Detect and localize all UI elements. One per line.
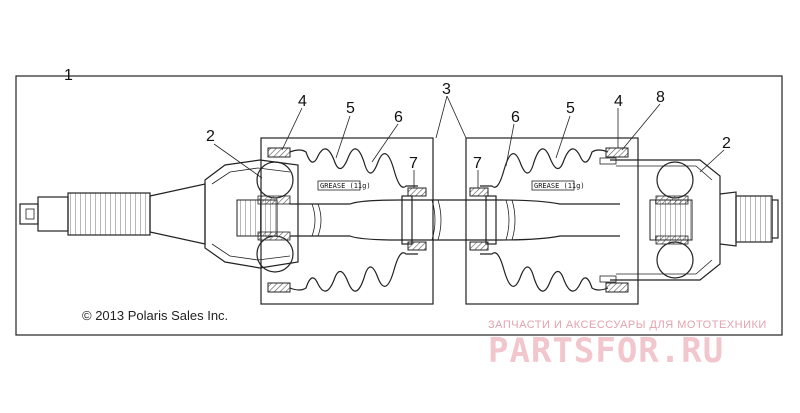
callout-4-right: 4 (614, 93, 623, 110)
left-boot-bottom (289, 252, 418, 292)
left-boot-label-box (317, 180, 361, 191)
callout-4-left: 4 (298, 93, 307, 110)
callout-6-right: 6 (511, 109, 520, 126)
callout-2-left: 2 (206, 128, 215, 145)
left-boot-top (289, 148, 418, 188)
left-boot-label: GREASE (11g) (320, 182, 371, 190)
center-shaft (290, 195, 620, 245)
left-boot-clamp-bottom (267, 282, 291, 293)
left-boot-clamp-top (267, 147, 291, 158)
callout-2-right: 2 (722, 135, 731, 152)
leader-lines (213, 95, 725, 188)
callout-3: 3 (442, 81, 451, 98)
left-cv-housing (204, 159, 299, 273)
right-boot-clamp-top (605, 147, 629, 158)
watermark-brand: PARTSFOR.RU (488, 331, 724, 371)
assembly-frame (15, 75, 783, 336)
copyright-notice: © 2013 Polaris Sales Inc. (82, 308, 228, 323)
right-small-clamp-top (469, 187, 489, 197)
right-retaining-ring-top (599, 157, 617, 165)
callout-5-right: 5 (566, 100, 575, 117)
right-boot-bottom (480, 252, 609, 292)
right-cv-housing (610, 159, 737, 281)
right-stub-shaft (735, 195, 779, 243)
callout-1: 1 (64, 67, 73, 84)
callout-5-left: 5 (346, 100, 355, 117)
watermark-subtitle: ЗАПЧАСТИ И АКСЕССУАРЫ ДЛЯ МОТОТЕХНИКИ (488, 319, 767, 331)
right-boot-label-box (531, 180, 575, 191)
right-boot-clamp-bottom (605, 282, 629, 293)
callout-7-left: 7 (409, 155, 418, 172)
right-boot-box (465, 137, 639, 305)
left-small-clamp-bottom (407, 241, 427, 251)
callout-8: 8 (656, 89, 665, 106)
left-stub-shaft (19, 183, 206, 245)
right-boot-label: GREASE (11g) (534, 182, 585, 190)
right-small-clamp-bottom (469, 241, 489, 251)
callout-7-right: 7 (473, 155, 482, 172)
left-small-clamp-top (407, 187, 427, 197)
right-retaining-ring-bottom (599, 275, 617, 283)
callout-6-left: 6 (394, 109, 403, 126)
